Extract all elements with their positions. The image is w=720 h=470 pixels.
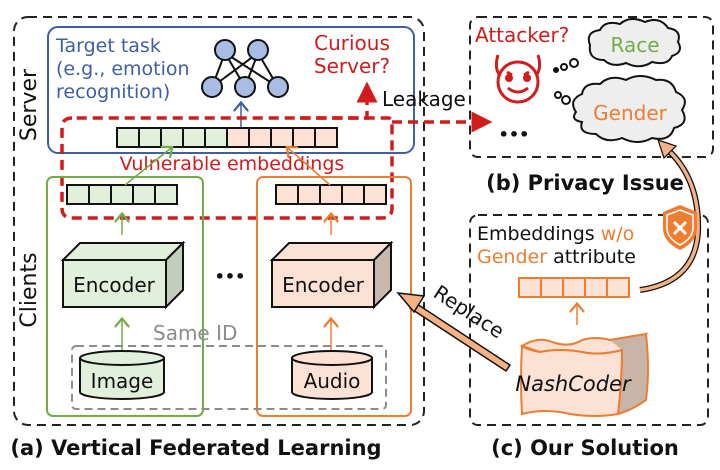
- embedding-cell: [182, 127, 206, 148]
- embedding-cell: [88, 184, 112, 205]
- panel-c-caption: (c) Our Solution: [491, 436, 679, 460]
- curious-server-line1: Curious: [314, 31, 390, 55]
- solution-wo-text: w/o: [601, 223, 635, 245]
- audio-database-icon: [291, 350, 373, 400]
- target-task-line2: (e.g., emotion: [56, 58, 190, 80]
- leakage-label: Leakage: [382, 87, 466, 111]
- panel-b-caption: (b) Privacy Issue: [486, 171, 684, 195]
- protect-curve-arrowhead: [657, 139, 678, 160]
- shield-block-icon: [663, 205, 697, 250]
- solution-embed-line2: Gender attribute: [477, 246, 636, 268]
- embedding-cell: [540, 277, 564, 298]
- image-encoder-block: [60, 240, 186, 310]
- clients-ellipsis: •••: [215, 267, 246, 286]
- race-label: Race: [610, 33, 659, 57]
- server-embedding-vector: [116, 127, 338, 148]
- embedding-cell: [584, 277, 608, 298]
- embedding-cell: [226, 127, 250, 148]
- server-side-label: Server: [17, 68, 42, 141]
- devil-attacker-icon: [494, 54, 542, 104]
- panel-a-frame: [13, 16, 425, 426]
- panel-a-caption: (a) Vertical Federated Learning: [10, 436, 381, 460]
- embedding-cell: [606, 277, 630, 298]
- embedding-cell: [562, 277, 586, 298]
- clients-side-label: Clients: [17, 252, 42, 327]
- gender-thought-cloud: [572, 75, 686, 143]
- embedding-cell: [154, 184, 178, 205]
- vulnerable-region: [60, 116, 394, 220]
- image-data-label: Image: [91, 369, 154, 393]
- same-id-box: [71, 345, 387, 410]
- embedding-cell: [292, 127, 316, 148]
- privacy-ellipsis: •••: [499, 125, 530, 144]
- same-id-label: Same ID: [153, 321, 237, 345]
- protect-curve-arrow-fill: [639, 148, 700, 292]
- embedding-cell: [275, 184, 299, 205]
- solution-attribute-text: attribute: [547, 246, 636, 268]
- target-task-line3: recognition): [56, 81, 170, 103]
- curious-server-line2: Server?: [314, 54, 390, 78]
- replace-label: Replace: [429, 280, 508, 343]
- thought-dots-gender: [554, 91, 571, 105]
- embedding-cell: [66, 184, 90, 205]
- audio-encoder-block: [269, 240, 394, 310]
- embedding-cell: [110, 184, 134, 205]
- embedding-cell: [363, 184, 387, 205]
- embedding-cell: [518, 277, 542, 298]
- server-box: [47, 26, 415, 154]
- embedding-cell: [160, 127, 184, 148]
- audio-embed-to-server-arrow: [288, 148, 331, 186]
- neural-network-icon: [201, 39, 289, 98]
- embedding-cell: [319, 184, 343, 205]
- embedding-cell: [248, 127, 272, 148]
- embedding-cell: [314, 127, 338, 148]
- leak-to-server-arrow: [300, 81, 378, 120]
- panel-c-frame: [469, 214, 709, 426]
- solution-embed-line1: Embeddings w/o: [477, 223, 634, 245]
- audio-data-label: Audio: [304, 369, 361, 393]
- panel-b-frame: [469, 16, 714, 158]
- client-image-embedding: [66, 184, 178, 205]
- solution-gender-text: Gender: [477, 246, 547, 268]
- embedding-cell: [132, 184, 156, 205]
- nashcoder-label: NashCoder: [515, 372, 632, 396]
- race-thought-cloud: [587, 18, 681, 68]
- nashcoder-block: [519, 332, 649, 417]
- embedding-cell: [138, 127, 162, 148]
- target-task-line1: Target task: [55, 35, 161, 57]
- solution-embedding-vector: [518, 277, 630, 298]
- embedding-cell: [116, 127, 140, 148]
- solution-embed-text: Embeddings: [477, 223, 601, 245]
- client-image-box: [46, 176, 204, 417]
- embedding-cell: [297, 184, 321, 205]
- embedding-cell: [341, 184, 365, 205]
- client-audio-embedding: [275, 184, 387, 205]
- embedding-cell: [270, 127, 294, 148]
- gender-label: Gender: [593, 101, 667, 125]
- vulnerable-embeddings-label: Vulnerable embeddings: [120, 153, 345, 175]
- image-embed-to-server-arrow: [124, 148, 171, 186]
- image-encoder-label: Encoder: [73, 273, 156, 297]
- thought-dots-race: [553, 58, 579, 73]
- image-database-icon: [79, 350, 165, 400]
- audio-encoder-label: Encoder: [282, 273, 365, 297]
- replace-arrow: [396, 292, 512, 373]
- attacker-label: Attacker?: [475, 23, 569, 47]
- embedding-cell: [204, 127, 228, 148]
